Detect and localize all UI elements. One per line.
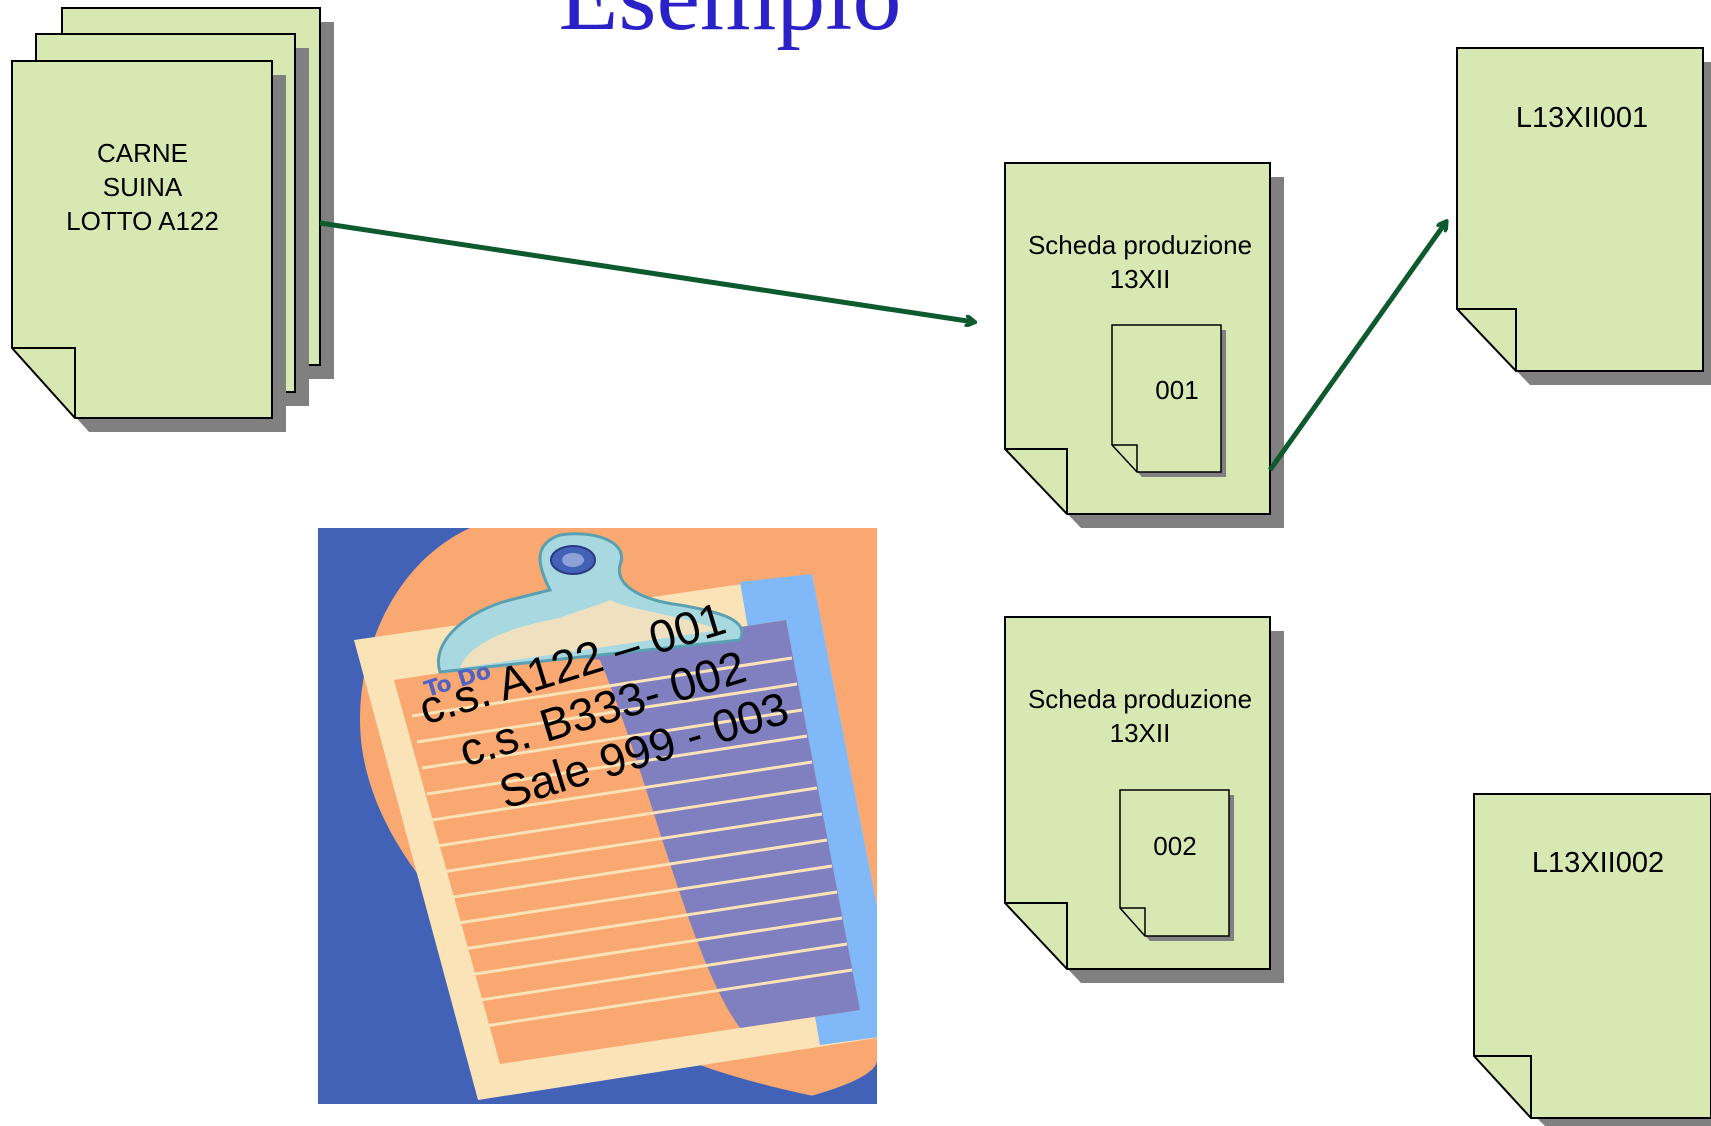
production-sheet-2 bbox=[1004, 616, 1284, 983]
sub-doc-002 bbox=[1119, 789, 1234, 941]
raw-material-line-1: CARNE bbox=[96, 138, 188, 168]
raw-material-line-3: LOTTO A122 bbox=[66, 206, 219, 236]
arrow-to-production-sheet bbox=[319, 220, 974, 322]
production-sheet-1-label: Scheda produzione 13XII bbox=[1005, 228, 1275, 296]
production-sheet-1 bbox=[1004, 162, 1284, 528]
lot-doc-1 bbox=[1456, 47, 1711, 385]
sub-doc-001 bbox=[1111, 324, 1226, 477]
production-sheet-2-label: Scheda produzione 13XII bbox=[1005, 682, 1275, 750]
lot-2-code: L13XII002 bbox=[1531, 847, 1665, 879]
slide-title: Esempio bbox=[500, 0, 960, 46]
production-sheet-2-line-1: Scheda produzione bbox=[1027, 684, 1253, 714]
raw-material-label: CARNE SUINA LOTTO A122 bbox=[20, 136, 265, 238]
production-sheet-1-line-2: 13XII bbox=[1109, 264, 1171, 294]
lot-1-code: L13XII001 bbox=[1515, 102, 1649, 134]
lot-doc-2 bbox=[1473, 793, 1711, 1126]
raw-material-line-2: SUINA bbox=[102, 172, 183, 202]
stack-doc-front bbox=[11, 60, 286, 432]
sub-doc-001-label: 001 bbox=[1155, 375, 1199, 405]
clipboard-illustration bbox=[318, 528, 877, 1104]
arrow-to-lot bbox=[1267, 222, 1446, 472]
production-sheet-1-line-1: Scheda produzione bbox=[1027, 230, 1253, 260]
sub-doc-002-label: 002 bbox=[1153, 831, 1197, 861]
raw-material-stack bbox=[11, 7, 334, 432]
production-sheet-2-line-2: 13XII bbox=[1109, 718, 1171, 748]
